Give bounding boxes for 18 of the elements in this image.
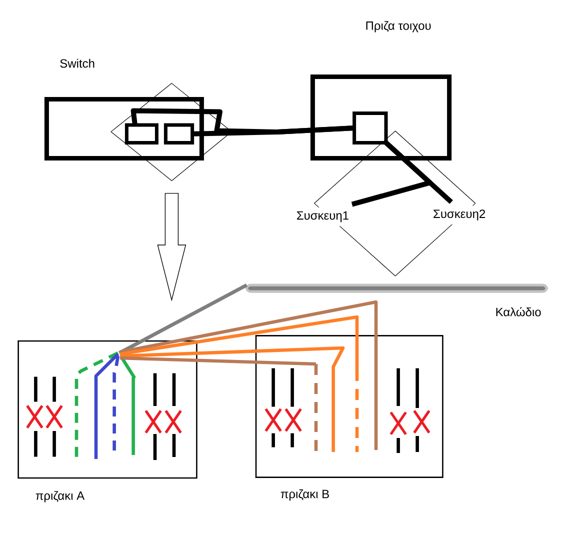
heading: Πριζα τοιχου — [364, 20, 432, 34]
cable-label: Καλώδιο — [496, 307, 541, 316]
wire — [351, 140, 432, 207]
wire — [120, 315, 359, 370]
wire — [120, 300, 378, 450]
port-square — [124, 123, 158, 144]
device-label: Συσκευη2 — [430, 206, 488, 224]
box-label: πριζακι B — [279, 488, 331, 502]
port-square — [164, 123, 194, 144]
wire — [118, 283, 248, 355]
port-square — [352, 112, 388, 144]
block-arrow — [157, 192, 186, 302]
wire — [192, 126, 354, 136]
wire — [120, 356, 316, 366]
box-label: πριζακι A — [34, 490, 86, 504]
heading: Switch — [58, 58, 96, 69]
wire — [120, 346, 345, 452]
device-label: Συσκευη1 — [294, 207, 352, 226]
